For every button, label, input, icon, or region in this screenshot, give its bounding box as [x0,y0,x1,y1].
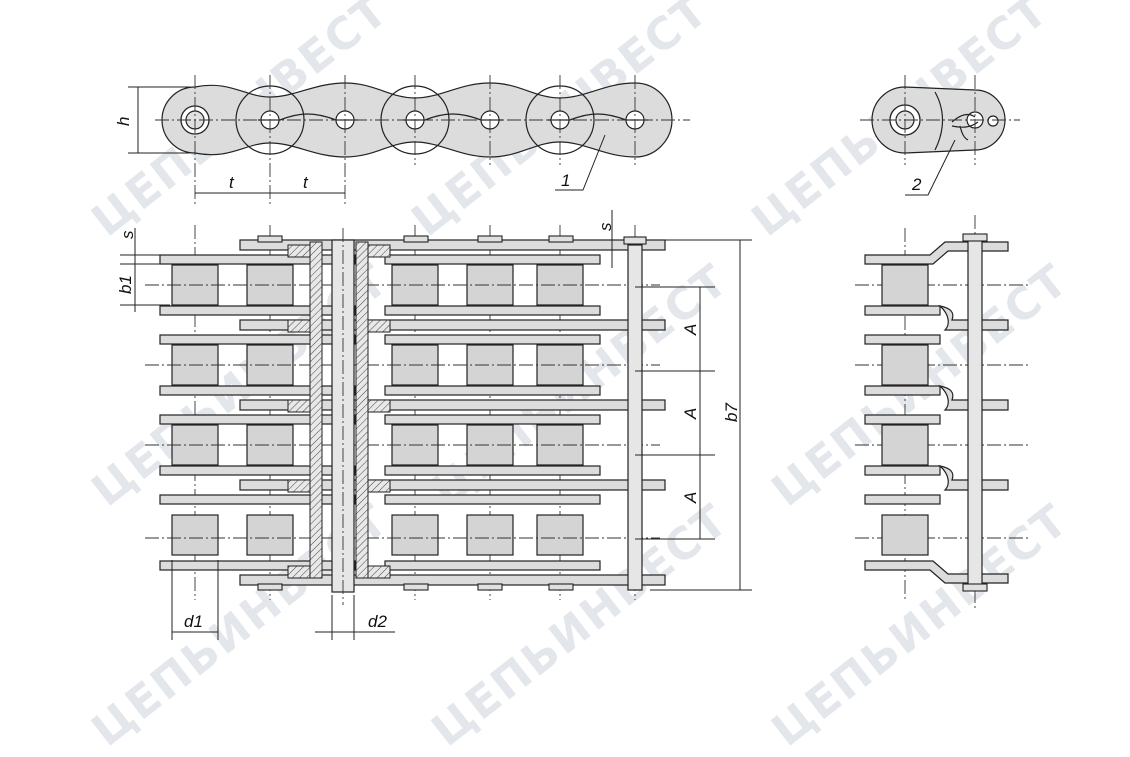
label-s: s [118,230,137,239]
label-A: A [681,324,700,336]
callout-2: 2 [911,175,922,194]
label-A: A [681,492,700,504]
callout-1: 1 [561,171,570,190]
label-t: t [303,173,309,192]
connecting-link-plan [855,215,1030,610]
label-s: s [596,222,615,231]
connecting-link-side [860,75,1020,196]
label-h: h [114,117,133,126]
label-d1: d1 [184,612,203,631]
chain-drawing: h t t 1 2 [114,75,1030,640]
plan-view [120,210,752,640]
label-t: t [229,173,235,192]
label-d2: d2 [368,612,387,631]
label-A: A [681,408,700,420]
side-view [128,75,690,205]
label-b7: b7 [722,403,741,422]
label-b1: b1 [116,275,135,294]
